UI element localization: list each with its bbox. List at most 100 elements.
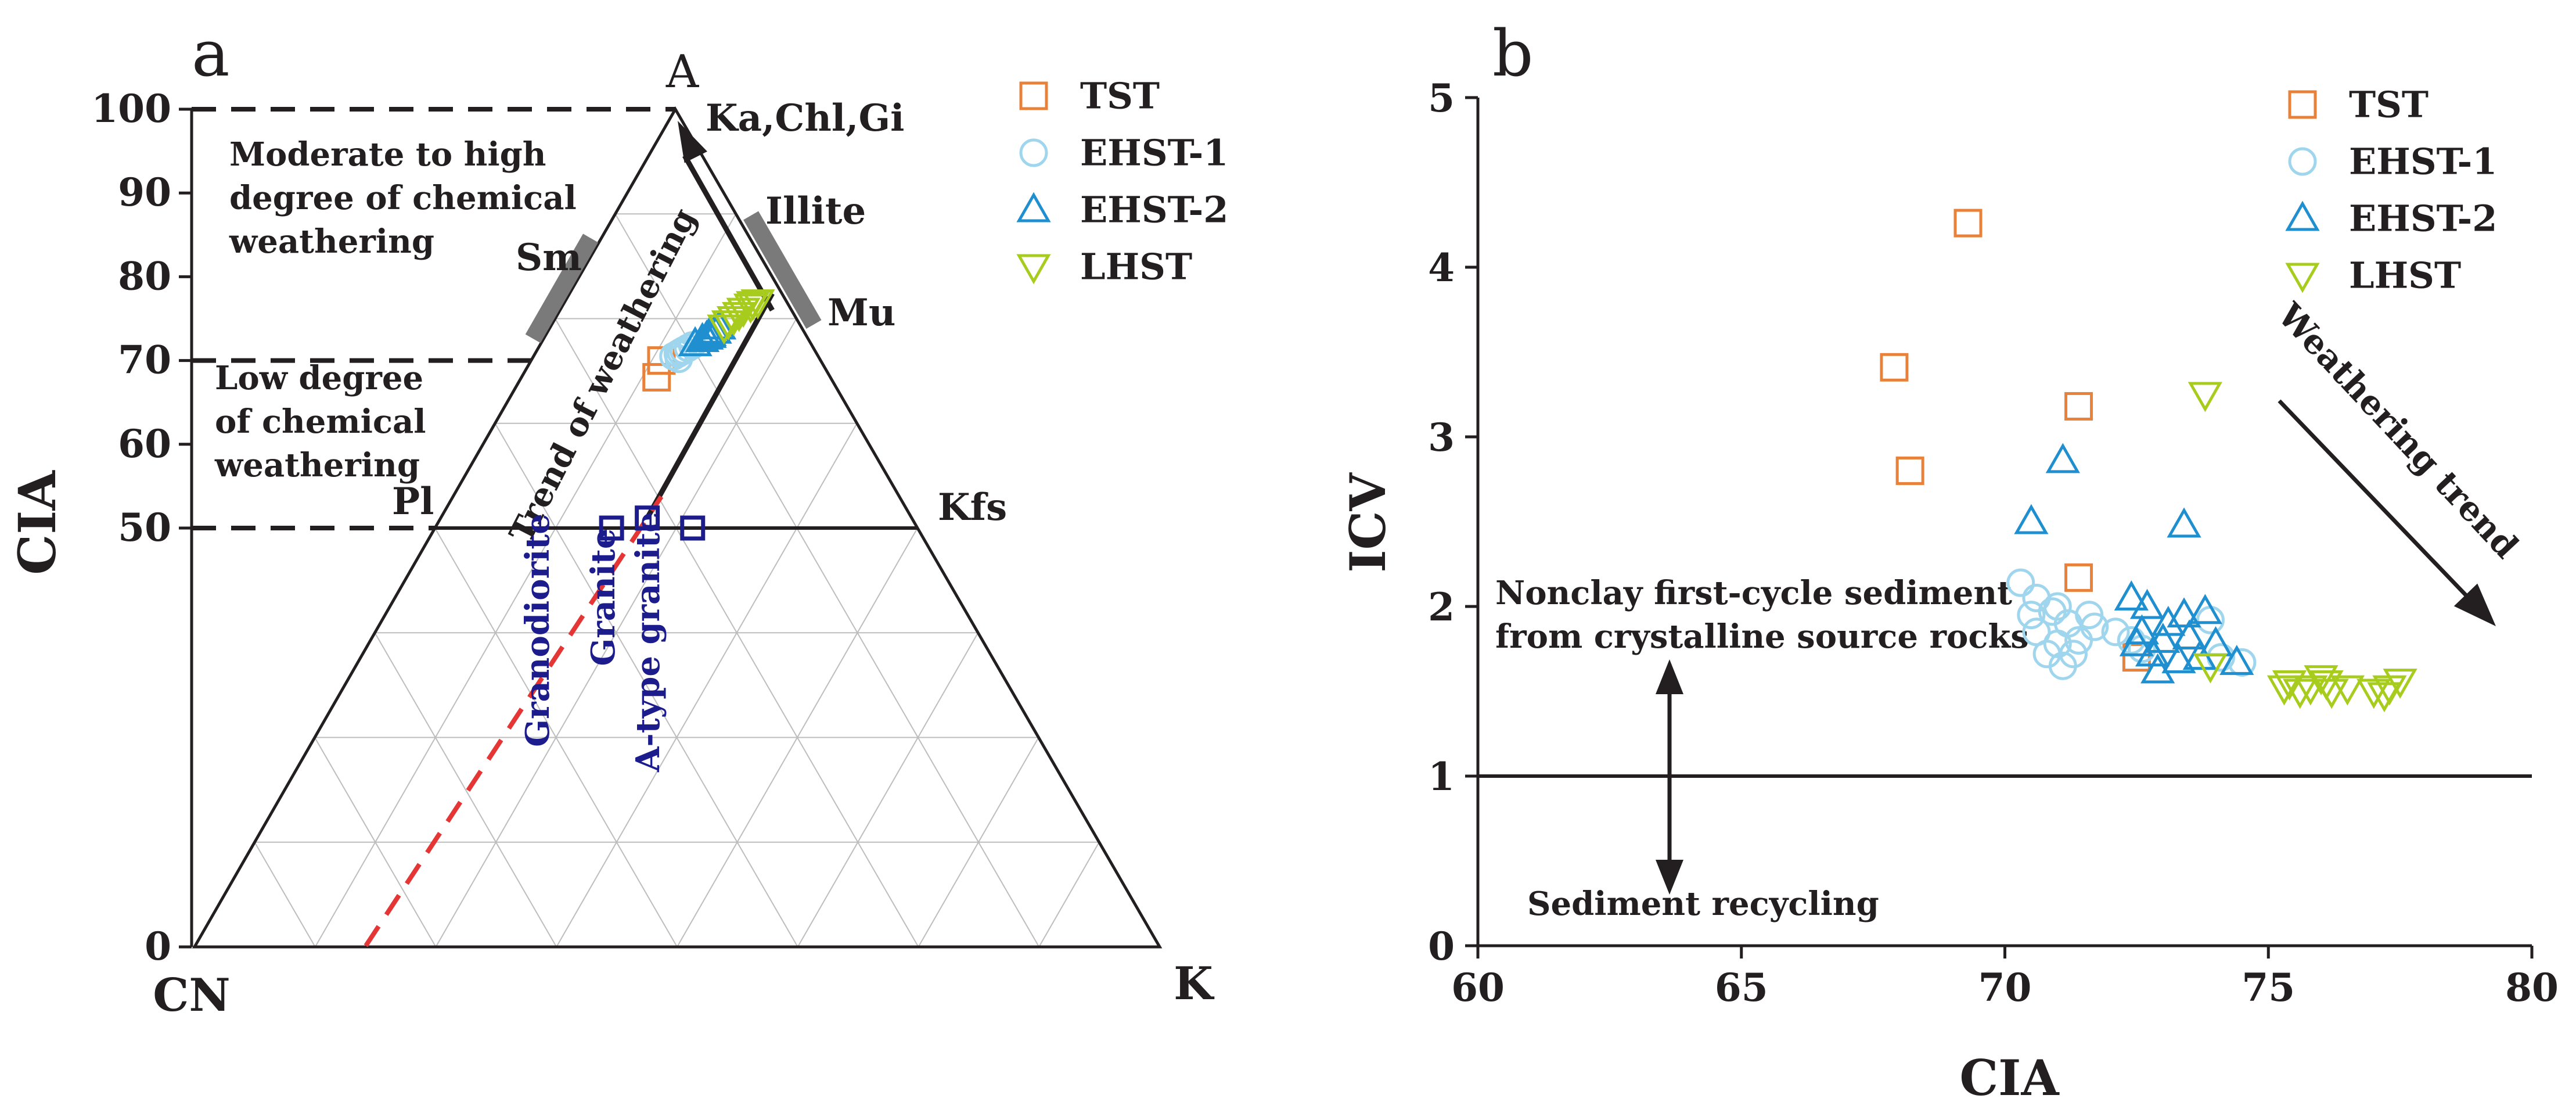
tern-point-lhst-6 (736, 291, 771, 321)
rock-label-a-type-granite: A-type granite (629, 512, 667, 773)
tern-point-lhst-7 (711, 310, 746, 341)
region-label-low: Low degree of chemical weathering (214, 359, 437, 484)
cia-tick-label-70: 70 (118, 338, 171, 383)
point-ehst-2-15 (2119, 626, 2154, 656)
region-label-low-line3: weathering (214, 446, 420, 484)
panel-b-x-tick-label-75: 75 (2242, 965, 2295, 1010)
point-ehst-2-16 (2151, 605, 2186, 636)
kaolinite-arrow-shaft (682, 154, 775, 312)
mineral-label-pl: Pl (392, 480, 434, 523)
point-ehst-2-12 (2161, 643, 2196, 673)
panel-b-data-marks (1880, 209, 2417, 713)
point-lhst-11 (2309, 670, 2344, 701)
region-label-moderate-high: Moderate to high degree of chemical weat… (229, 135, 588, 261)
kaolinite-arrow-head (678, 121, 707, 163)
point-ehst-2-4 (2129, 588, 2165, 619)
grid-line-cn-6 (314, 737, 437, 947)
point-lhst-1 (2193, 653, 2228, 684)
illite-muscovite-bar (743, 211, 822, 329)
weathering-trend-arrow-shaft (2278, 399, 2480, 610)
region-label-moderate-high-line1: Moderate to high (229, 135, 546, 174)
weathering-trend-line (645, 292, 775, 519)
rock-marker-granite (635, 505, 660, 531)
mineral-label-kfs: Kfs (938, 486, 1007, 529)
legend-b-marker-ehst-2 (2285, 200, 2320, 231)
mineral-label-mu: Mu (828, 291, 895, 335)
point-ehst-2-5 (2167, 597, 2201, 628)
legend-b-label-ehst-1: EHST-1 (2349, 141, 2497, 183)
point-ehst-1-0 (2006, 568, 2035, 597)
point-lhst-8 (2356, 679, 2391, 709)
recycling-arrow-head-down (1656, 860, 1683, 895)
rock-marker-granodiorite (599, 515, 624, 541)
grid-line-k-6 (918, 737, 1039, 947)
mineral-label-sm: Sm (516, 236, 582, 279)
cia-tick-label-90: 90 (118, 170, 171, 215)
point-ehst-2-17 (2140, 653, 2175, 684)
point-ehst-1-16 (2059, 640, 2088, 669)
panel-b-x-tick-label-80: 80 (2505, 965, 2559, 1010)
panel-b-y-axis-title: ICV (1339, 472, 1397, 573)
panel-b-x-tick-label-60: 60 (1451, 965, 1505, 1010)
grid-line-k-3 (556, 423, 858, 947)
point-ehst-2-1 (2014, 504, 2049, 534)
point-tst-1 (1880, 353, 1909, 382)
annotation-nonclay-line2: from crystalline source rocks (1495, 618, 2029, 656)
grid-line-k-1 (314, 213, 737, 947)
panel-b-x-tick-label-70: 70 (1978, 965, 2032, 1010)
annotation-nonclay-first-cycle: Nonclay first-cycle sediment from crysta… (1495, 574, 2029, 656)
point-tst-0 (1953, 209, 1983, 238)
grid-line-k-4 (677, 527, 918, 947)
panel-b-y-tick-label-3: 3 (1428, 415, 1455, 460)
point-ehst-1-18 (2043, 592, 2072, 621)
point-ehst-1-7 (2043, 629, 2072, 658)
legend-b-label-tst: TST (2349, 84, 2429, 126)
legend-a-label-ehst-1: EHST-1 (1080, 132, 1228, 174)
panel-b-x-tick-label-65: 65 (1715, 965, 1768, 1010)
point-lhst-7 (2330, 675, 2365, 706)
legend-a-marker-ehst-2 (1016, 192, 1051, 222)
point-ehst-2-14 (2219, 645, 2254, 675)
region-label-moderate-high-line2: degree of chemical (229, 179, 577, 217)
point-tst-4 (2064, 563, 2093, 592)
cia-tick-label-60: 60 (118, 421, 171, 466)
ternary-data-marks (599, 289, 775, 541)
grid-line-k-5 (797, 632, 979, 947)
point-ehst-1-17 (2017, 601, 2046, 630)
legend-a-marker-ehst-1 (1019, 138, 1048, 167)
legend-a-label-tst: TST (1080, 75, 1160, 117)
legend-b-label-lhst: LHST (2349, 254, 2461, 297)
legend-a-label-ehst-2: EHST-2 (1080, 189, 1228, 231)
recycling-dashed-line (364, 495, 664, 947)
tern-point-lhst-5 (721, 301, 757, 332)
panel-b-y-tick-label-4: 4 (1428, 245, 1455, 290)
panel-b-x-axis-title: CIA (1959, 1049, 2060, 1107)
grid-line-cn-4 (434, 527, 678, 947)
legend-b-label-ehst-2: EHST-2 (2349, 198, 2497, 240)
point-ehst-1-11 (2080, 612, 2109, 641)
legend-a-marker-tst (1019, 81, 1048, 110)
panel-b-y-tick-label-0: 0 (1428, 924, 1455, 969)
grid-line-cn-3 (494, 423, 798, 947)
vertex-a-label: A (665, 46, 700, 98)
point-lhst-0 (2188, 382, 2222, 412)
region-label-moderate-high-line3: weathering (229, 222, 434, 261)
point-lhst-12 (2272, 670, 2307, 701)
point-lhst-13 (2367, 682, 2402, 713)
cia-tick-label-100: 100 (91, 86, 171, 131)
smectite-bar (525, 234, 599, 343)
point-ehst-2-6 (2188, 594, 2222, 624)
panel-b-y-tick-label-1: 1 (1428, 754, 1455, 799)
tern-point-tst-0 (642, 362, 671, 392)
legend-a-label-lhst: LHST (1080, 246, 1192, 288)
cia-tick-label-50: 50 (118, 505, 171, 550)
panel-b-y-tick-label-2: 2 (1428, 584, 1455, 630)
mineral-shapes (364, 121, 822, 947)
weathering-trend-arrow-head (2453, 583, 2496, 626)
point-ehst-2-0 (2045, 443, 2080, 473)
